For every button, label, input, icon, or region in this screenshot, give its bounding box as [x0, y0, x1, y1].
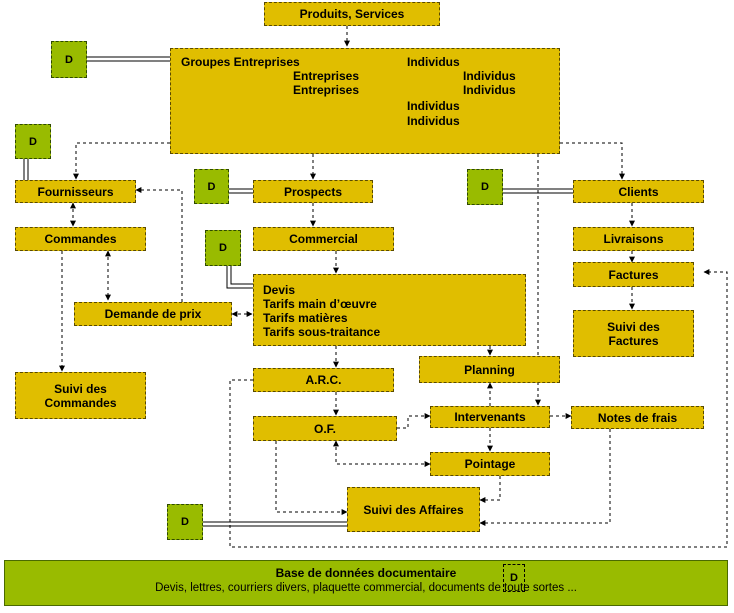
node-arc[interactable]: A.R.C. [253, 368, 394, 392]
node-suivi-des-affaires[interactable]: Suivi des Affaires [347, 487, 480, 532]
edge-of-intervenants [397, 413, 431, 429]
document-marker-label: D [65, 53, 73, 66]
node-commercial-label: Commercial [289, 232, 358, 246]
node-produits-services[interactable]: Produits, Services [264, 2, 440, 26]
individus-label: Individus [407, 99, 460, 113]
node-suivi-des-commandes[interactable]: Suivi des Commandes [15, 372, 146, 419]
node-arc-label: A.R.C. [305, 373, 342, 387]
node-commandes-label: Commandes [44, 232, 117, 246]
document-marker-label: D [29, 135, 37, 148]
node-suivi-des-factures[interactable]: Suivi des Factures [573, 310, 694, 357]
groupes-label: Groupes Entreprises [181, 55, 300, 69]
individus-label: Individus [407, 55, 460, 69]
node-devis[interactable]: Devis Tarifs main d’œuvre Tarifs matière… [253, 274, 526, 346]
individus-label: Individus [463, 69, 516, 83]
document-marker-label: D [219, 242, 227, 254]
node-livraisons[interactable]: Livraisons [573, 227, 694, 251]
edge-of-pointage [333, 440, 431, 467]
node-demande-de-prix-label: Demande de prix [104, 307, 202, 321]
node-produits-services-label: Produits, Services [299, 7, 405, 21]
node-prospects[interactable]: Prospects [253, 180, 373, 203]
tarifs-main-oeuvre-label: Tarifs main d’œuvre [263, 297, 377, 311]
node-planning[interactable]: Planning [419, 356, 560, 383]
document-marker[interactable]: D [167, 504, 203, 540]
document-marker[interactable]: D [15, 124, 51, 159]
node-suivi-des-affaires-label: Suivi des Affaires [363, 502, 464, 517]
document-marker[interactable]: D [51, 41, 87, 78]
edge-demande-fournisseurs [135, 187, 183, 302]
individus-label: Individus [407, 114, 460, 128]
individus-label: Individus [463, 83, 516, 97]
node-notes-de-frais-label: Notes de frais [597, 410, 678, 425]
suivi-commandes-line: Suivi des [54, 381, 107, 396]
entreprises-label: Entreprises [293, 69, 360, 83]
suivi-factures-line: Factures [608, 333, 659, 348]
node-factures-label: Factures [608, 267, 659, 282]
node-livraisons-label: Livraisons [603, 232, 664, 246]
edge-of-suivi-affaires [275, 441, 348, 515]
base-title: Base de données documentaire [275, 566, 457, 580]
edge-groupes-clients [560, 142, 625, 180]
node-clients-label: Clients [618, 184, 659, 199]
tarifs-matieres-label: Tarifs matières [263, 311, 348, 325]
node-demande-de-prix[interactable]: Demande de prix [74, 302, 232, 326]
node-intervenants[interactable]: Intervenants [430, 406, 550, 428]
node-notes-de-frais[interactable]: Notes de frais [571, 406, 704, 429]
tarifs-sous-traitance-label: Tarifs sous-traitance [263, 325, 381, 339]
node-planning-label: Planning [464, 362, 515, 377]
node-prospects-label: Prospects [283, 184, 343, 199]
document-marker[interactable]: D [205, 230, 241, 266]
edge-pointage-suivi-affaires [479, 476, 501, 503]
edge-notes-suivi-affaires [479, 429, 611, 526]
base-subtitle: Devis, lettres, courriers divers, plaque… [155, 582, 577, 594]
document-marker[interactable]: D [194, 169, 229, 204]
node-pointage-label: Pointage [464, 457, 516, 471]
document-marker[interactable]: D [467, 169, 503, 205]
document-marker-label: D [481, 181, 489, 193]
devis-label: Devis [263, 283, 296, 297]
edge-arc-factures [229, 269, 728, 548]
document-marker[interactable]: D [503, 564, 525, 592]
node-groupes-entreprises[interactable]: Groupes Entreprises Entreprises Entrepri… [170, 48, 560, 154]
document-marker-label: D [181, 516, 189, 528]
node-intervenants-label: Intervenants [454, 410, 526, 424]
node-of-label: O.F. [313, 421, 336, 436]
node-factures[interactable]: Factures [573, 262, 694, 287]
base-documentaire[interactable]: Base de données documentaire Devis, lett… [4, 560, 728, 606]
entreprises-label: Entreprises [293, 83, 360, 97]
node-clients[interactable]: Clients [573, 180, 704, 203]
node-fournisseurs-label: Fournisseurs [37, 184, 114, 199]
node-commercial[interactable]: Commercial [253, 227, 394, 251]
suivi-commandes-line: Commandes [44, 395, 117, 410]
node-commandes[interactable]: Commandes [15, 227, 146, 251]
node-pointage[interactable]: Pointage [430, 452, 550, 476]
node-of[interactable]: O.F. [253, 416, 397, 441]
document-marker-label: D [207, 180, 216, 193]
document-marker-label: D [510, 572, 518, 584]
suivi-factures-line: Suivi des [607, 319, 660, 334]
edge-groupes-fournisseurs [73, 142, 170, 180]
node-fournisseurs[interactable]: Fournisseurs [15, 180, 136, 203]
